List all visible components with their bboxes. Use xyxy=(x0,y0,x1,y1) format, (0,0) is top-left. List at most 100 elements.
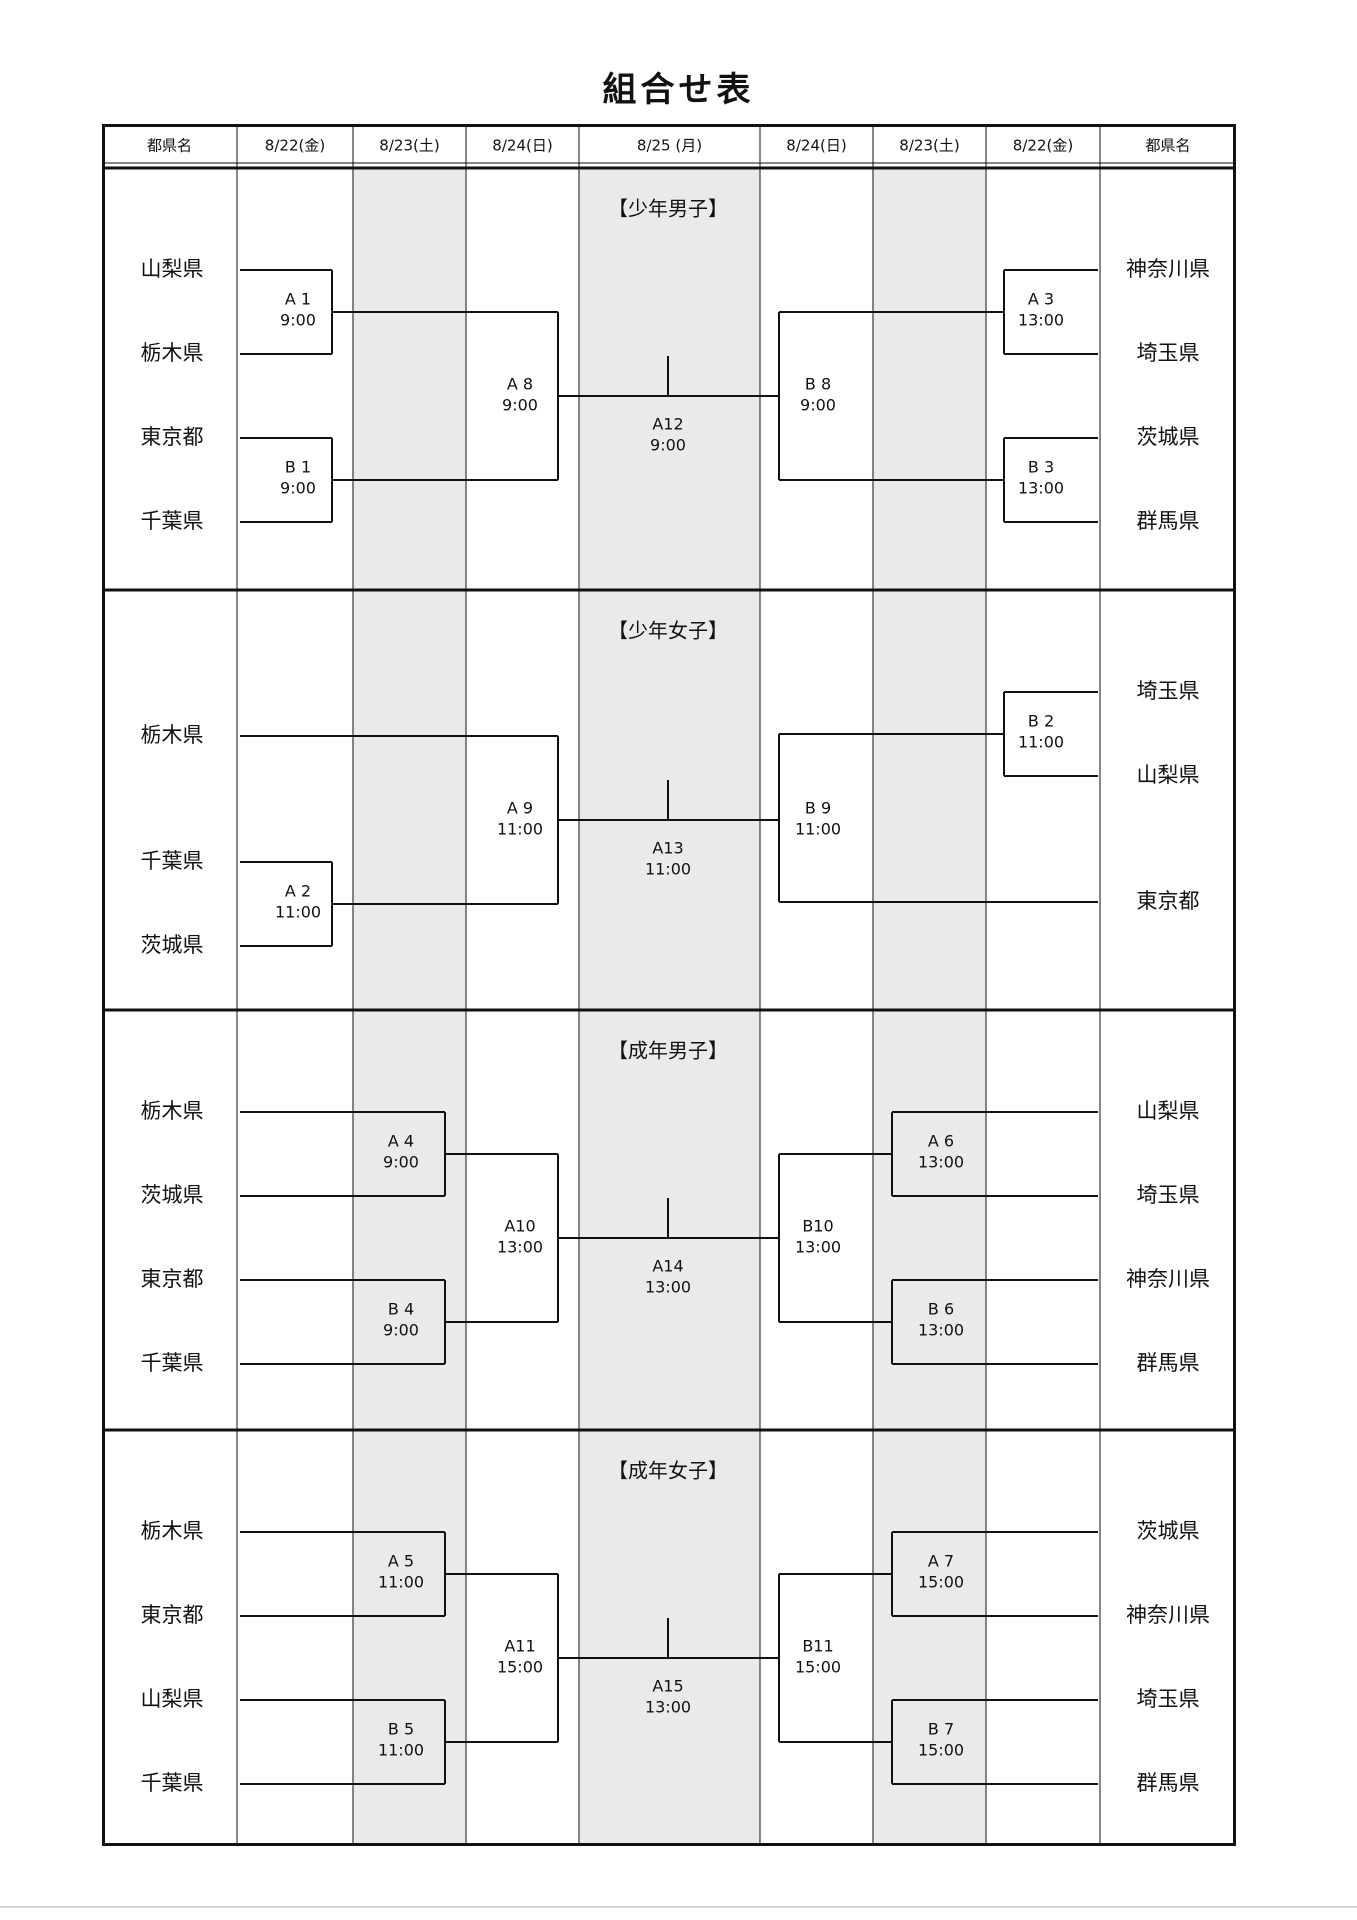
match-time: 13:00 xyxy=(795,1238,841,1257)
match-time: 11:00 xyxy=(795,820,841,839)
match-id: A 4 xyxy=(388,1132,414,1151)
match-time: 11:00 xyxy=(275,903,321,922)
header-cell: 8/22(金) xyxy=(265,137,325,155)
section-title: 【少年女子】 xyxy=(608,619,728,643)
team-name-left: 栃木県 xyxy=(141,1099,204,1123)
team-name-right: 山梨県 xyxy=(1137,1099,1200,1123)
match-time: 9:00 xyxy=(280,311,316,330)
team-name-right: 山梨県 xyxy=(1137,763,1200,787)
header-cell: 都県名 xyxy=(1145,137,1190,155)
section-title: 【成年男子】 xyxy=(608,1039,728,1063)
match-id: B 5 xyxy=(388,1720,414,1739)
match-time: 9:00 xyxy=(383,1321,419,1340)
team-name-left: 千葉県 xyxy=(141,849,204,873)
match-id: A13 xyxy=(652,839,683,858)
team-name-right: 埼玉県 xyxy=(1137,679,1200,703)
team-name-right: 埼玉県 xyxy=(1137,341,1200,365)
header-cell: 8/23(土) xyxy=(379,137,439,155)
team-name-left: 東京都 xyxy=(141,1267,204,1291)
team-name-left: 千葉県 xyxy=(141,1771,204,1795)
header-cell: 8/22(金) xyxy=(1013,137,1073,155)
team-name-right: 神奈川県 xyxy=(1126,257,1210,281)
page-title: 組合せ表 xyxy=(602,70,755,110)
match-id: A 7 xyxy=(928,1552,954,1571)
match-time: 15:00 xyxy=(795,1658,841,1677)
team-name-left: 山梨県 xyxy=(141,1687,204,1711)
match-time: 11:00 xyxy=(645,860,691,879)
match-time: 15:00 xyxy=(918,1573,964,1592)
page-bottom-rule xyxy=(0,1906,1357,1908)
bracket-sheet: 都県名 8/22(金) 8/23(土) 8/24(日) 8/25 (月) 8/24(日) 8… xyxy=(102,124,1236,1846)
match-id: A 6 xyxy=(928,1132,954,1151)
match-time: 13:00 xyxy=(918,1153,964,1172)
match-id: A 2 xyxy=(285,882,311,901)
team-name-right: 茨城県 xyxy=(1137,1519,1200,1543)
shaded-column xyxy=(353,168,466,1846)
header-cell: 8/25 (月) xyxy=(637,137,702,155)
section-title: 【少年男子】 xyxy=(608,197,728,221)
team-name-right: 群馬県 xyxy=(1137,1771,1200,1795)
match-time: 9:00 xyxy=(383,1153,419,1172)
match-time: 13:00 xyxy=(1018,479,1064,498)
header-cell: 8/24(日) xyxy=(786,137,846,155)
header-cell: 8/24(日) xyxy=(492,137,552,155)
match-time: 11:00 xyxy=(378,1741,424,1760)
header-cell: 都県名 xyxy=(147,137,192,155)
team-name-left: 栃木県 xyxy=(141,341,204,365)
team-name-left: 茨城県 xyxy=(141,933,204,957)
match-id: B 3 xyxy=(1028,458,1054,477)
match-id: B 1 xyxy=(285,458,311,477)
match-time: 11:00 xyxy=(497,820,543,839)
match-id: A 8 xyxy=(507,375,533,394)
match-time: 11:00 xyxy=(1018,733,1064,752)
match-time: 13:00 xyxy=(645,1278,691,1297)
match-time: 9:00 xyxy=(502,396,538,415)
match-id: A15 xyxy=(652,1677,683,1696)
match-time: 13:00 xyxy=(918,1321,964,1340)
team-name-right: 東京都 xyxy=(1137,889,1200,913)
match-time: 13:00 xyxy=(1018,311,1064,330)
team-name-left: 山梨県 xyxy=(141,257,204,281)
match-time: 9:00 xyxy=(800,396,836,415)
match-time: 9:00 xyxy=(280,479,316,498)
team-name-right: 茨城県 xyxy=(1137,425,1200,449)
header-cell: 8/23(土) xyxy=(899,137,959,155)
match-id: A 5 xyxy=(388,1552,414,1571)
team-name-right: 神奈川県 xyxy=(1126,1603,1210,1627)
team-name-left: 千葉県 xyxy=(141,509,204,533)
match-id: A14 xyxy=(652,1257,683,1276)
team-name-left: 栃木県 xyxy=(141,723,204,747)
match-id: B 7 xyxy=(928,1720,954,1739)
match-id: A 9 xyxy=(507,799,533,818)
team-name-left: 栃木県 xyxy=(141,1519,204,1543)
shaded-column xyxy=(579,168,760,1846)
sheet-border xyxy=(102,124,1236,1846)
match-id: A11 xyxy=(504,1637,535,1656)
team-name-left: 東京都 xyxy=(141,1603,204,1627)
team-name-left: 千葉県 xyxy=(141,1351,204,1375)
shaded-column xyxy=(873,168,986,1846)
team-name-right: 神奈川県 xyxy=(1126,1267,1210,1291)
match-id: A 1 xyxy=(285,290,311,309)
match-id: B 4 xyxy=(388,1300,414,1319)
team-name-right: 群馬県 xyxy=(1137,509,1200,533)
match-id: A10 xyxy=(504,1217,535,1236)
match-time: 13:00 xyxy=(497,1238,543,1257)
team-name-right: 埼玉県 xyxy=(1137,1183,1200,1207)
match-time: 13:00 xyxy=(645,1698,691,1717)
team-name-right: 埼玉県 xyxy=(1137,1687,1200,1711)
match-id: B 6 xyxy=(928,1300,954,1319)
match-time: 15:00 xyxy=(497,1658,543,1677)
section-title: 【成年女子】 xyxy=(608,1459,728,1483)
team-name-left: 東京都 xyxy=(141,425,204,449)
team-name-left: 茨城県 xyxy=(141,1183,204,1207)
match-id: B 8 xyxy=(805,375,831,394)
team-name-right: 群馬県 xyxy=(1137,1351,1200,1375)
match-id: A 3 xyxy=(1028,290,1054,309)
match-time: 9:00 xyxy=(650,436,686,455)
match-id: A12 xyxy=(652,415,683,434)
match-id: B 2 xyxy=(1028,712,1054,731)
match-id: B10 xyxy=(802,1217,833,1236)
match-id: B11 xyxy=(802,1637,833,1656)
match-id: B 9 xyxy=(805,799,831,818)
